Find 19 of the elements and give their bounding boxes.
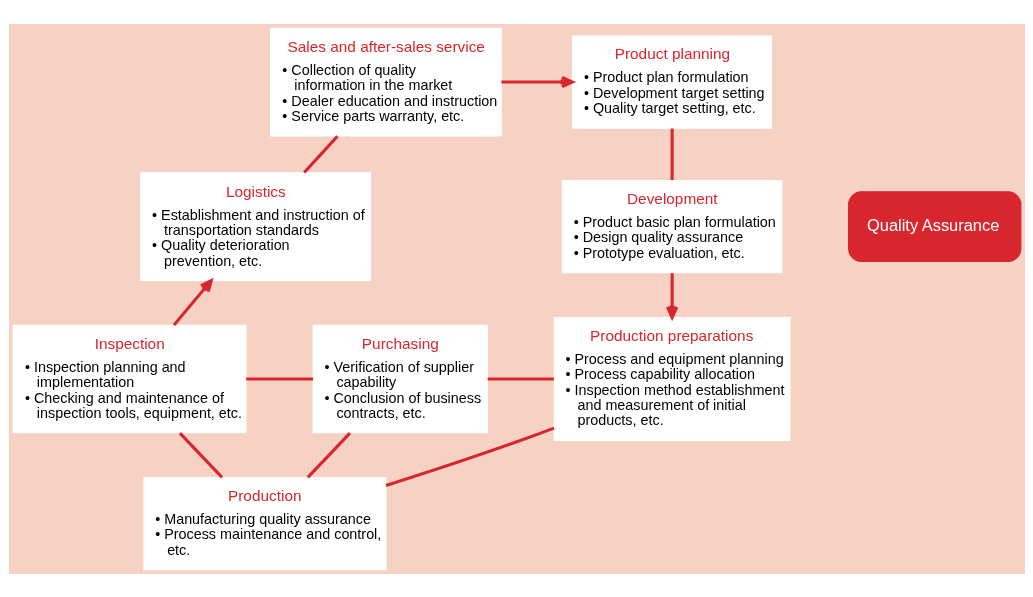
node-box: Inspection • Inspection planning and implementation • Checking and maintenance of inspection tools, equipment, etc. [12,324,246,433]
node-box: Purchasing • Verification of supplier capability • Conclusion of business contracts, etc. [312,324,488,433]
node-box: Sales and after-sales service • Collection of quality information in the market • Dealer education and instruction • Service parts warranty, etc. [269,27,502,136]
node-box: Production • Manufacturing quality assurance • Process maintenance and control, etc. [142,476,386,570]
connector [306,431,351,478]
node-box: Quality Assurance [847,190,1021,262]
connector [178,431,223,478]
node-box: Logistics • Establishment and instruction of transportation standards • Quality deterioration prevention, etc. [139,171,371,281]
arrow [500,75,574,88]
connector [670,128,674,180]
connector [487,376,554,381]
connector [385,426,554,487]
connector [302,134,339,174]
node-box: Development • Product basic plan formulation • Design quality assurance • Prototype evaluation, etc. [561,179,782,273]
arrow [665,272,678,319]
node-box: Production preparations • Process and equipment planning • Process capability allocation • Inspection method establishment and measurement of initial products, etc. [553,316,791,441]
node-box: Product planning • Product plan formulation • Development target setting • Quality target setting, etc. [571,34,772,129]
arrow [172,278,213,326]
connector [245,376,313,381]
